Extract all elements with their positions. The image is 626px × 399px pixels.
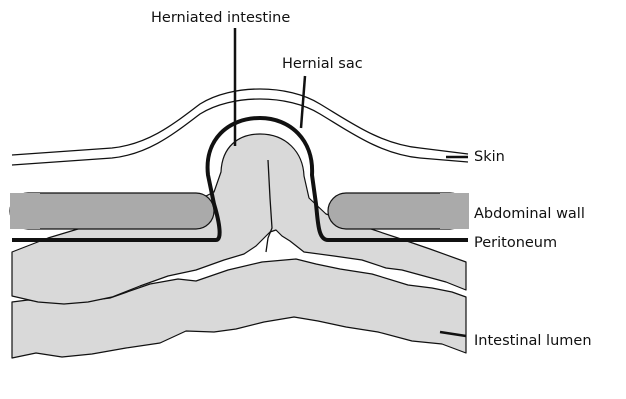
leader-hernial-sac	[301, 76, 305, 128]
abdominal-wall-left	[10, 193, 214, 229]
label-intestinal-lumen: Intestinal lumen	[474, 334, 592, 349]
label-abdominal-wall: Abdominal wall	[474, 207, 585, 222]
label-peritoneum: Peritoneum	[474, 236, 557, 251]
label-hernial-sac: Hernial sac	[282, 57, 363, 72]
abdominal-wall-right-edge	[440, 193, 469, 229]
label-skin: Skin	[474, 150, 505, 165]
abdominal-wall-left-edge	[10, 193, 40, 229]
label-herniated-intestine: Herniated intestine	[151, 11, 290, 26]
